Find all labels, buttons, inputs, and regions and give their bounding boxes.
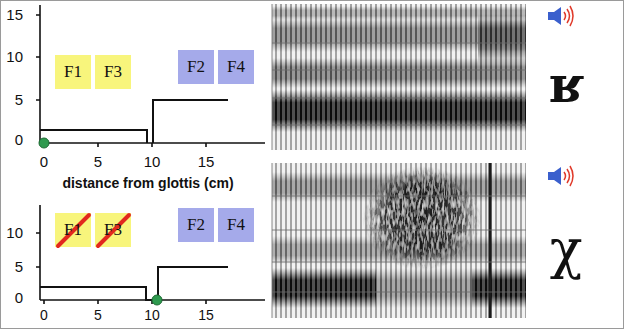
speaker-icon [554,7,561,25]
constriction-dot [152,295,162,305]
spectrogram-bottom [272,163,526,318]
formant-label: F1 [64,63,82,82]
spectrogram-top [272,4,526,150]
formant-box: F1 [55,55,91,89]
formant-label: F3 [104,63,122,82]
y-axis [39,205,41,300]
axis-title: distance from glottis (cm) [62,176,233,191]
spectrogram-bottom [272,268,376,308]
formant-box: F2 [178,50,214,84]
frication-noise [362,166,482,270]
speaker-icon [548,12,554,20]
speaker-icon [548,172,554,180]
spectrogram-top [272,4,526,150]
spectrogram-bottom [272,196,526,197]
tube-plot-top [36,5,265,148]
spectrogram-bottom [272,262,526,263]
speaker-icon [564,172,566,180]
formant-label: F1 [64,221,82,240]
area-function [40,267,228,300]
spectrogram-bottom [272,292,526,293]
formant-label: F4 [227,58,245,77]
spectrogram-bottom [489,163,492,318]
axis-tick: 15 [198,154,215,171]
spectrogram-top [272,125,526,126]
formant-box: F3 [95,55,131,89]
axis-tick: 0 [15,132,23,149]
speaker-icon [570,166,573,186]
axis-tick: 10 [144,154,161,171]
formant-box: F4 [218,208,254,242]
speaker-icon [567,9,570,23]
speaker-icon [554,167,561,185]
axis-tick: 10 [144,308,160,323]
y-axis [39,5,41,143]
formant-label: F4 [227,216,245,235]
axis-tick: 5 [94,308,102,323]
axis-tick: 5 [15,259,23,276]
spectrogram-bottom [272,230,526,231]
spectrogram-bottom [472,268,526,308]
axis-tick: 15 [6,7,23,24]
spectrogram-top [478,14,526,64]
ipa-symbol: χ [550,220,583,279]
spectrogram-top [272,98,526,99]
spectrogram-bottom [272,163,526,318]
constriction-dot [39,138,49,148]
axis-tick: 15 [198,308,214,323]
speaker-icon [564,6,573,26]
speaker-icon [570,6,573,26]
speaker-icon [564,12,566,20]
spectrogram-top [272,4,526,150]
spectrogram-bottom [376,268,472,308]
formant-label: F2 [187,58,205,77]
axis-tick: 5 [94,154,102,171]
axis-tick: 5 [15,92,23,109]
speaker-icon [564,166,573,186]
speaker-icon [567,169,570,183]
formant-label: F3 [104,221,122,240]
axis-tick: 0 [40,308,48,323]
formant-box: F4 [218,50,254,84]
spectrogram-bottom [272,163,273,318]
axis-tick: 0 [15,290,23,307]
strike-line [98,215,129,246]
axis-tick: 10 [6,225,23,242]
formant-box: F3 [95,213,131,247]
ipa-symbol: ʁ [549,57,584,112]
speaker-icon [548,6,573,26]
formant-label: F2 [187,216,205,235]
spectrogram-top [272,4,273,150]
spectrogram-bottom [272,163,526,318]
spectrogram-top [272,90,526,132]
strike-lines [58,215,129,246]
strike-line [58,215,89,246]
formant-box: F2 [178,208,214,242]
axis-tick: 10 [6,49,23,66]
tube-plot-bottom [36,205,265,305]
area-function [40,100,228,143]
speaker-icon [548,166,573,186]
formant-box: F1 [55,213,91,247]
axis-tick: 0 [40,154,48,171]
spectrogram-top [272,70,526,71]
spectrogram-top [272,43,526,44]
